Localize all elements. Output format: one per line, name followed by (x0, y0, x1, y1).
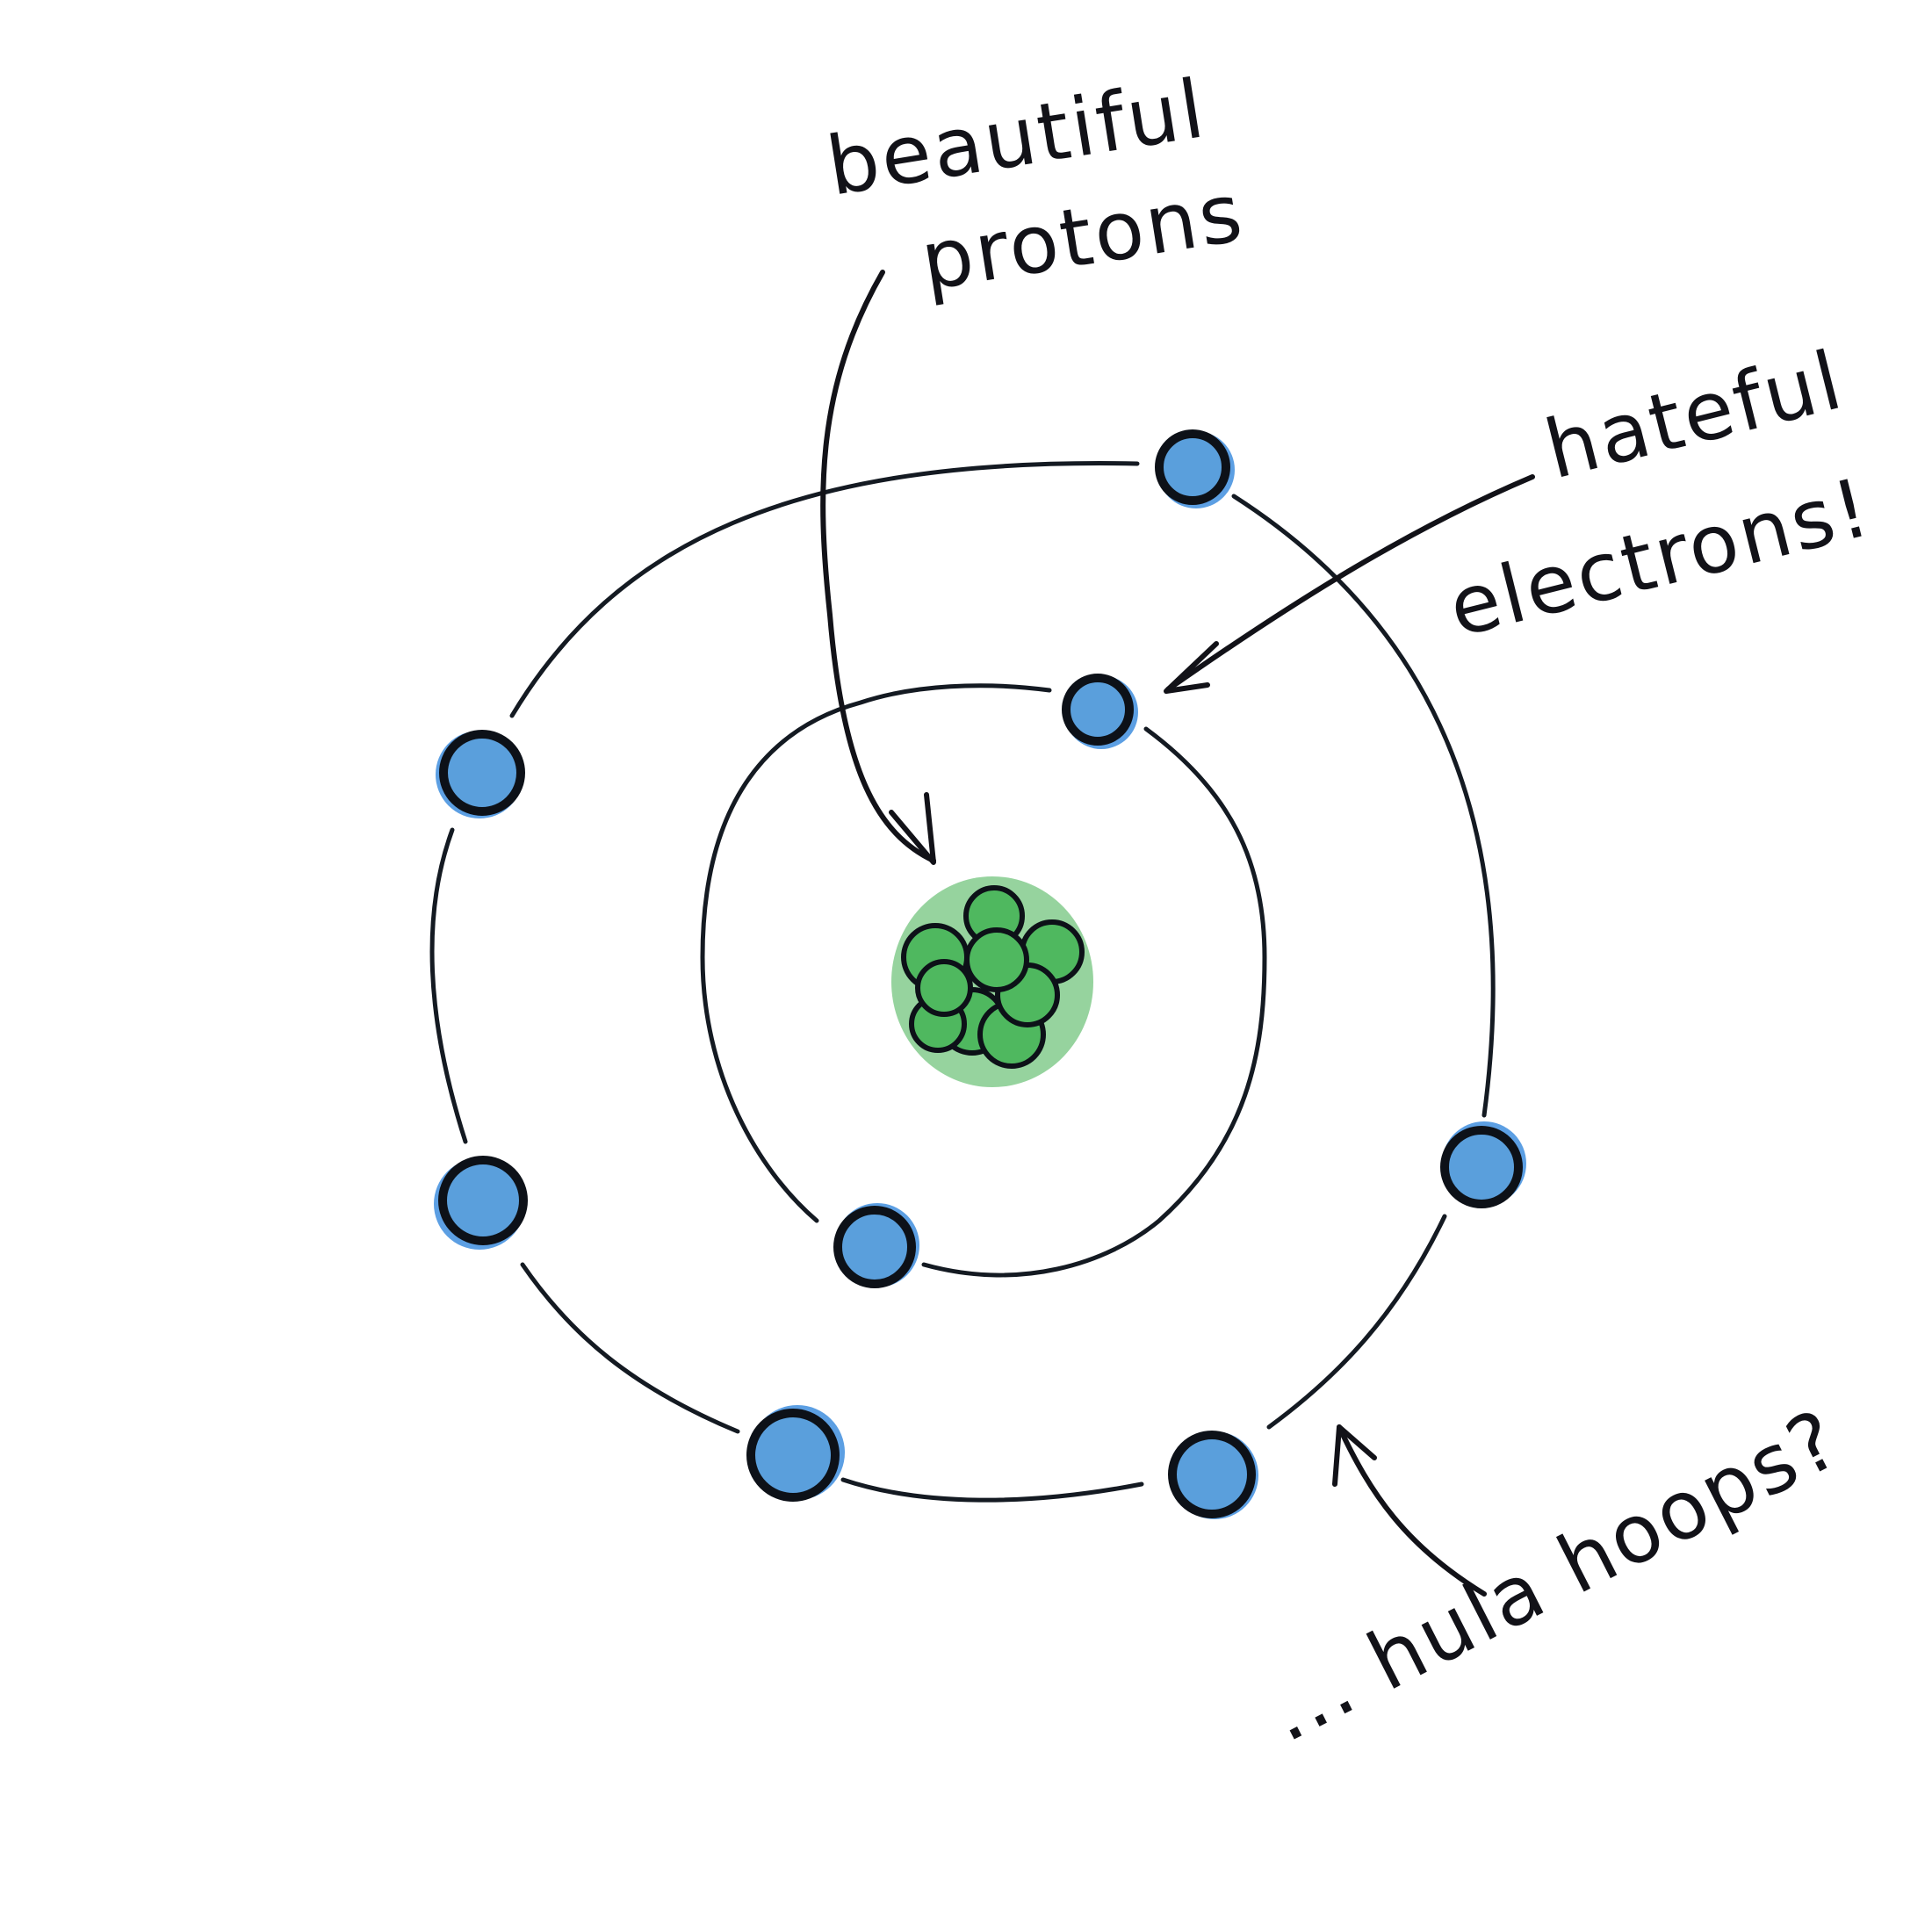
arrow-to-nucleus (820, 270, 936, 865)
label-protons: beautiful protons (821, 61, 1251, 309)
arrow-to-orbit (1332, 1424, 1487, 1597)
electron (434, 1156, 528, 1250)
outer-orbit (429, 461, 1496, 1503)
electron (746, 1405, 845, 1502)
arrow-to-electron (1164, 474, 1535, 694)
electron (1168, 1431, 1258, 1519)
nucleus (891, 876, 1093, 1087)
electron (1155, 429, 1235, 508)
electron (833, 1203, 919, 1288)
label-electrons: hateful electrons! (1439, 333, 1880, 655)
label-hoops: ... hula hoops? (1252, 1391, 1855, 1760)
label-hoops-text: ... hula hoops? (1252, 1391, 1855, 1760)
inner-orbit (700, 683, 1267, 1278)
electron (1440, 1121, 1526, 1208)
electrons (434, 429, 1526, 1519)
electron (1062, 674, 1138, 749)
electron (436, 730, 525, 818)
proton-cluster (901, 885, 1085, 1069)
